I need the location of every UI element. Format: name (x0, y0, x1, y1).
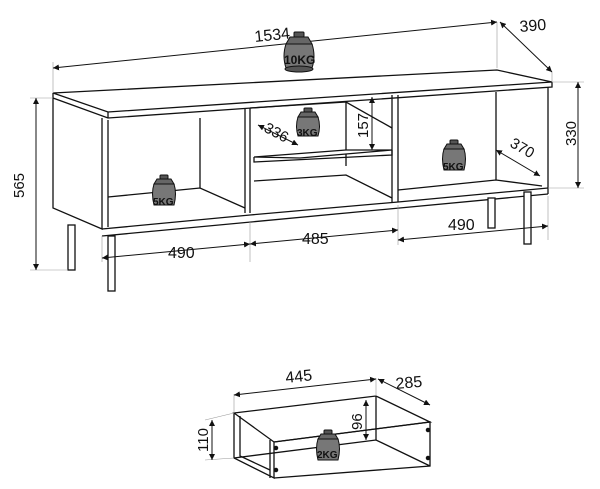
weight-top-label: 10KG (284, 53, 315, 67)
weight-drawer-label: 2KG (317, 450, 338, 461)
dim-total-width: 1534 (254, 25, 291, 46)
weight-icon (442, 139, 466, 171)
weight-icon (152, 174, 176, 206)
dim-drawer-depth: 285 (395, 374, 423, 393)
dim-compartment-left: 490 (168, 245, 195, 262)
dim-drawer-inner-height: 96 (349, 413, 366, 430)
dim-drawer-width: 445 (285, 367, 313, 387)
drawer (232, 395, 433, 480)
weight-icon (316, 429, 340, 461)
weight-left-label: 5KG (153, 197, 174, 208)
dim-height-total: 565 (11, 173, 28, 198)
dim-carcass-height: 330 (563, 121, 580, 146)
dim-center-shelf-height: 157 (355, 113, 372, 138)
weight-icon (296, 107, 320, 137)
tv-unit (52, 69, 553, 292)
dim-compartment-center: 485 (302, 231, 329, 248)
dim-drawer-height: 110 (195, 428, 212, 452)
dim-compartment-depth: 370 (507, 135, 537, 162)
weight-right-label: 5KG (443, 162, 464, 173)
dim-center-shelf-depth: 336 (261, 120, 291, 147)
weight-icon (283, 31, 315, 73)
dim-depth: 390 (519, 17, 547, 36)
dim-compartment-right: 490 (448, 217, 475, 234)
weight-center-label: 3KG (297, 128, 318, 139)
